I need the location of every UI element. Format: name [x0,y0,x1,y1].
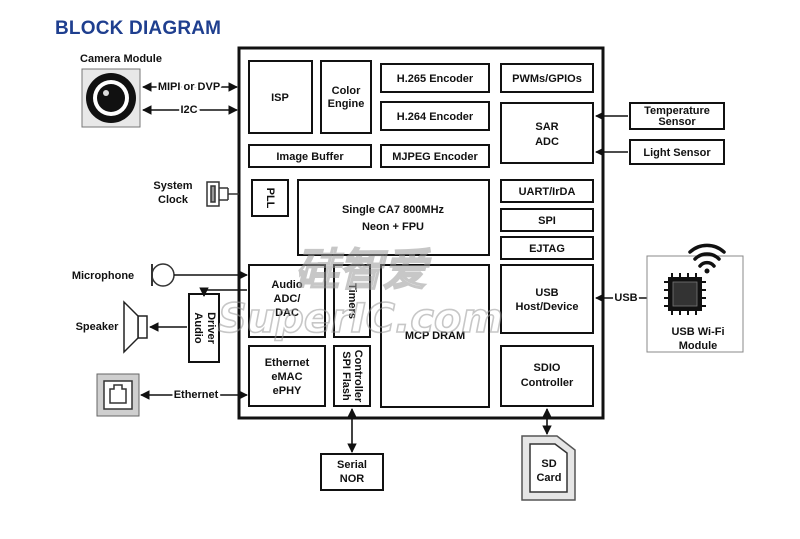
audio-driver-block[interactable]: Audio Driver [188,293,220,363]
serial-nor-block[interactable]: Serial NOR [320,453,384,491]
crystal-icon [206,181,239,207]
timers-block[interactable]: Timers [333,264,371,338]
spi-flash-label-2: Controller [352,350,364,403]
spi-flash-controller-block[interactable]: SPI Flash Controller [333,345,371,407]
h264-label: H.264 Encoder [397,111,474,123]
ethernet-block-label-3: ePHY [273,385,302,397]
ethernet-block-label-2: eMAC [271,371,302,383]
usb-label: USB [614,292,637,304]
watermark-chinese: 硅智爱 [295,245,431,296]
audio-adc-dac-block[interactable]: Audio ADC/ DAC [248,264,326,338]
ethernet-emac-block[interactable]: Ethernet eMAC ePHY [248,345,326,407]
h264-encoder-block[interactable]: H.264 Encoder [380,101,490,131]
audio-label-3: DAC [275,307,299,319]
temp-sensor-label-1: Temperature [644,105,710,117]
ejtag-label: EJTAG [529,243,565,255]
image-buffer-label: Image Buffer [276,151,344,163]
light-sensor-block[interactable]: Light Sensor [629,139,725,165]
usb-host-label-2: Host/Device [516,301,579,313]
mcp-dram-label: MCP DRAM [405,330,465,342]
diagram-title: BLOCK DIAGRAM [55,18,222,39]
usb-host-device-block[interactable]: USB Host/Device [500,264,594,334]
wifi-module-label-1: USB Wi-Fi [671,326,724,338]
sar-adc-block[interactable]: SAR ADC [500,102,594,164]
spi-label: SPI [538,215,556,227]
speaker-icon [123,300,148,354]
serial-nor-label-1: Serial [337,459,367,471]
timers-label: Timers [346,283,358,319]
serial-nor-label-2: NOR [340,473,365,485]
microphone-icon [151,263,175,287]
wifi-icon [688,243,726,268]
pwm-gpio-block[interactable]: PWMs/GPIOs [500,63,594,93]
wifi-module-label-2: Module [679,340,718,352]
sdio-controller-block[interactable]: SDIO Controller [500,345,594,407]
mcp-dram-block[interactable]: MCP DRAM [380,264,490,408]
sd-card-label-2: Card [536,472,561,484]
audio-driver-label-1: Audio [192,312,204,343]
ethernet-block-label-1: Ethernet [265,357,310,369]
sdio-label-1: SDIO [534,362,561,374]
cpu-label-2: Neon + FPU [362,221,424,233]
color-engine-block[interactable]: Color Engine [320,60,372,134]
isp-label: ISP [271,92,289,104]
mjpeg-label: MJPEG Encoder [392,151,478,163]
i2c-label: I2C [180,104,197,116]
ejtag-block[interactable]: EJTAG [500,236,594,260]
audio-driver-label-2: Driver [205,312,217,345]
color-engine-label-1: Color [332,85,361,97]
usb-host-label-1: USB [535,287,558,299]
temperature-sensor-block[interactable]: Temperature Sensor [629,102,725,130]
sd-card-label-1: SD [541,458,556,470]
audio-label-1: Audio [271,279,302,291]
color-engine-label-2: Engine [328,98,365,110]
watermark-url: SuperIC.com [218,296,503,342]
ethernet-label: Ethernet [174,389,219,401]
spi-block[interactable]: SPI [500,208,594,232]
camera-module-label: Camera Module [80,53,162,65]
h265-encoder-block[interactable]: H.265 Encoder [380,63,490,93]
usb-wifi-module[interactable]: USB Wi-Fi Module [646,243,744,353]
speaker-label: Speaker [76,321,120,333]
cpu-block[interactable]: Single CA7 800MHz Neon + FPU [297,179,490,256]
light-sensor-label: Light Sensor [643,147,711,159]
temp-sensor-label-2: Sensor [658,116,696,128]
system-clock-label-2: Clock [158,194,189,206]
sar-label: SAR [535,121,558,133]
h265-label: H.265 Encoder [397,73,474,85]
pll-block[interactable]: PLL [251,179,289,217]
chip-icon [664,273,706,315]
adc-label: ADC [535,136,559,148]
uart-label: UART/IrDA [519,186,576,198]
isp-block[interactable]: ISP [248,60,313,134]
mipi-label: MIPI or DVP [158,81,220,93]
camera-icon [81,68,141,128]
sdio-label-2: Controller [521,377,574,389]
audio-label-2: ADC/ [274,293,301,305]
audio-to-driver-arrow [199,287,247,297]
image-buffer-block[interactable]: Image Buffer [248,144,372,168]
cpu-label-1: Single CA7 800MHz [342,204,445,216]
uart-block[interactable]: UART/IrDA [500,179,594,203]
microphone-label: Microphone [72,270,134,282]
system-clock-label-1: System [153,180,192,192]
pwm-label: PWMs/GPIOs [512,73,582,85]
ethernet-jack-icon [96,373,140,417]
pll-label: PLL [264,188,276,209]
spi-flash-label-1: SPI Flash [340,351,352,401]
sd-card-icon[interactable]: SD Card [521,435,576,501]
mjpeg-encoder-block[interactable]: MJPEG Encoder [380,144,490,168]
